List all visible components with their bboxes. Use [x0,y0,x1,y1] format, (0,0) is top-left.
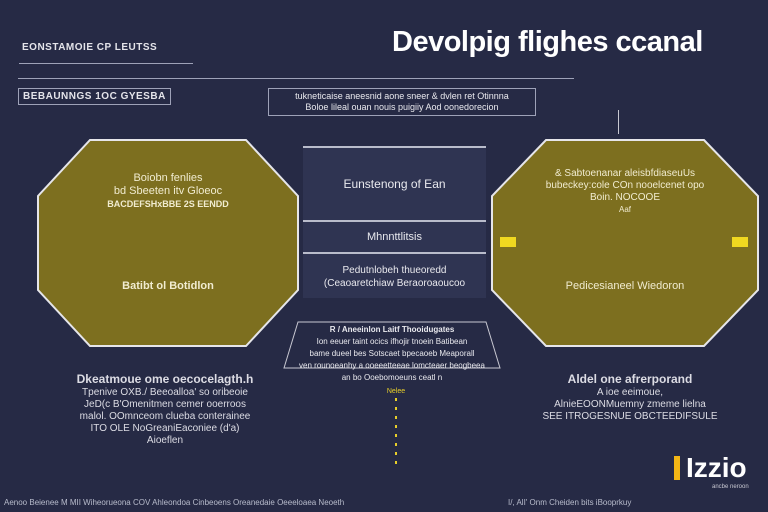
octagon-line: Boin. NOCOOE [589,192,661,203]
center-line: (Ceaoaretchiaw Beraoroaoucoo [323,278,466,289]
logo-text: Izzio [686,452,747,483]
trapezoid-text: R / Aneeinlon Laitf Thooidugates Ion eeu… [285,324,499,384]
logo-subtext: ancbe neroon [712,484,749,490]
divider [19,63,193,64]
center-line: Pedutnlobeh thueoredd [342,265,447,276]
octagon-line: bubeckey:cole COn nooelcenet opo [545,180,705,191]
center-middle-box: Mhnnttlitsis [303,220,486,252]
caption-line: SEE ITROGESNUE OBCTEEDIFSULE [542,411,718,422]
caption-line: A ioe eeimoue, [596,387,664,398]
divider [18,78,574,79]
center-bottom-box: Pedutnlobeh thueoredd (Ceaoaretchiaw Ber… [303,252,486,298]
right-marker [500,237,516,247]
intro-text: tukneticaise aneesnid aone sneer & dvlen… [268,88,536,116]
trapezoid-line: R / Aneeinlon Laitf Thooidugates [329,325,455,334]
caption-line: ITO OLE NoGreaniEaconiee (d'a) [90,423,240,434]
intro-line: tukneticaise aneesnid aone sneer & dvlen… [295,91,509,101]
caption-head: Dkeatmoue ome oecocelagth.h [76,372,254,386]
connector-line [618,110,619,134]
octagon-line: & Sabtoenanar aleisbfdiaseuUs [554,168,696,179]
left-caption: Dkeatmoue ome oecocelagth.h Tpenive OXB.… [40,372,290,447]
right-marker [732,237,748,247]
footer-right: I/, AlI' Onm Cheiden bits iBooprkuy [508,498,632,507]
trapezoid-line: ven rounoeanhy a ooeeetteeae lomcteaer b… [299,361,485,370]
top-left-label: EONSTAMOIE CP LEUTSS [22,42,158,53]
left-octagon-label: Batibt ol Botidlon [122,280,214,292]
trapezoid-line: Ion eeuer taint ocics ifhojir tnoein Bat… [316,337,468,346]
right-octagon-text: & Sabtoenanar aleisbfdiaseuUs bubeckey:c… [515,168,735,216]
trapezoid-line: bame dueel bes Sotscaet bpecaoeb Meapora… [309,349,475,358]
octagon-line: Aaf [618,205,631,214]
trapezoid-marker: Nelee [386,388,406,395]
logo: Izzio [674,452,747,484]
trapezoid-line: an bo Ooebomoeuns ceatl n [341,373,443,382]
logo-bar-icon [674,456,680,480]
right-octagon-label: Pedicesianeel Wiedoron [565,280,685,292]
right-octagon [491,139,759,347]
page-title: Devolpig flighes ccanal [392,26,703,58]
caption-line: Tpenive OXB./ Beeoalloa' so oribeoie [82,387,248,398]
caption-line: malol. OOmnceom clueba conterainee [79,411,251,422]
section-label: BEBAUNNGS 1OC GYESBA [18,88,171,105]
octagon-line: bd Sbeeten itv Gloeoc [113,185,223,197]
caption-line: AlnieEOONMuemny zmeme lielna [554,399,706,410]
caption-line: JeD(c B'Omenitmen cemer ooerroos [84,399,246,410]
right-caption: Aldel one afrerporand A ioe eeimoue, Aln… [520,372,740,423]
caption-head: Aldel one afrerporand [567,372,693,386]
center-top-box: Eunstenong of Ean [303,146,486,220]
octagon-line: BACDEFSHxBBE 2S EENDD [107,199,229,209]
left-octagon-text: Boiobn fenlies bd Sbeeten itv Gloeoc BAC… [60,172,276,211]
intro-line: Boloe lileal ouan nouis puigiiy Aod oone… [305,102,499,112]
footer-left: Aenoo Beienee M MII Wiheorueona COV Ahle… [4,498,345,507]
octagon-line: Boiobn fenlies [133,172,203,184]
caption-line: Aioeflen [146,435,184,446]
center-trapezoid [283,321,501,369]
left-octagon [37,139,299,347]
